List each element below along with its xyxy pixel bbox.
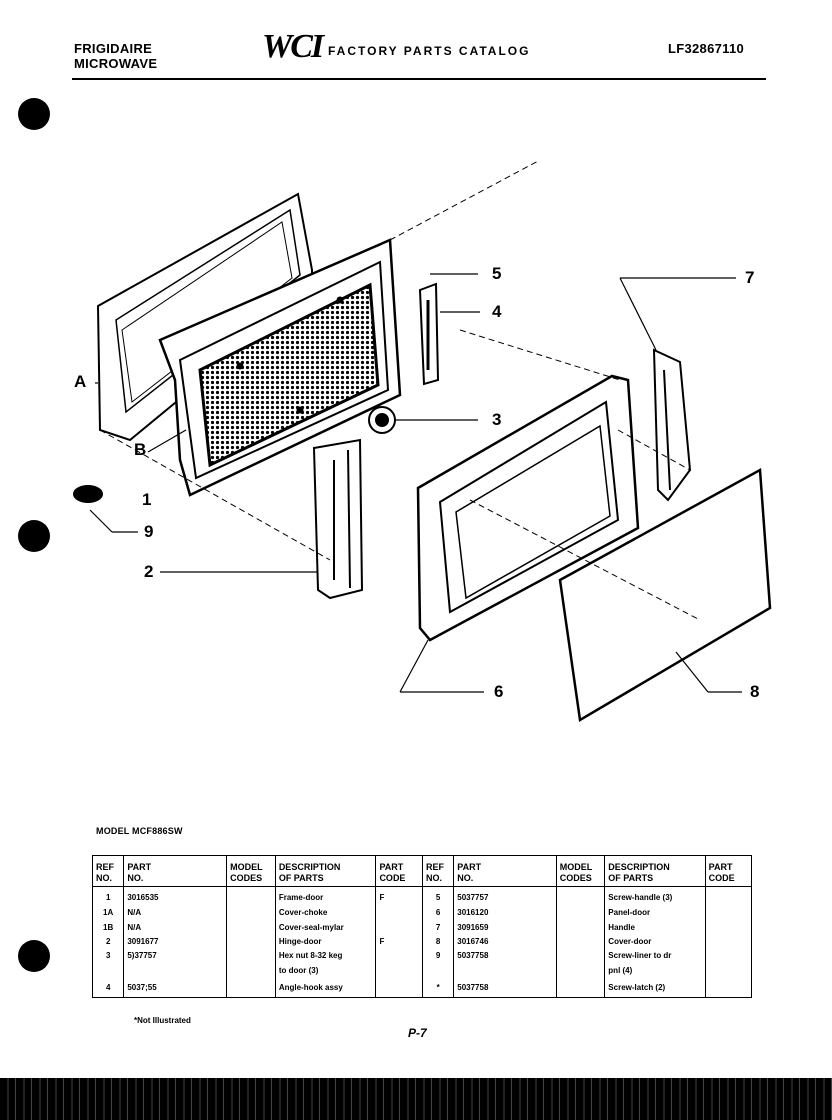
footnote-not-illustrated: *Not Illustrated xyxy=(134,1016,191,1025)
callout-3: 3 xyxy=(492,410,502,429)
page-number: P-7 xyxy=(408,1026,427,1040)
header-rule xyxy=(72,78,766,80)
brand-name: FRIGIDAIRE MICROWAVE xyxy=(74,41,157,71)
catalog-title: FACTORY PARTS CATALOG xyxy=(328,44,531,58)
table-row: pnl (4) xyxy=(423,964,751,980)
callout-4: 4 xyxy=(492,302,502,321)
screw-part xyxy=(73,485,103,503)
table-row: to door (3) xyxy=(93,964,423,980)
brand-line-1: FRIGIDAIRE xyxy=(74,41,153,56)
callout-2: 2 xyxy=(144,562,154,581)
scan-edge-band xyxy=(0,1078,832,1120)
catalog-number: LF32867110 xyxy=(668,41,745,56)
frame-door-part xyxy=(158,238,402,497)
hex-nut-part xyxy=(368,406,396,434)
model-number: MODEL MCF886SW xyxy=(96,826,183,836)
callout-9: 9 xyxy=(144,522,154,541)
panel-door-part xyxy=(416,374,640,642)
callout-A: A xyxy=(74,372,87,391)
callout-7: 7 xyxy=(745,268,755,287)
binder-hole-bottom xyxy=(18,940,50,972)
cover-door-part xyxy=(558,467,772,723)
callout-6: 6 xyxy=(494,682,504,701)
angle-hook-part xyxy=(418,282,440,386)
callout-1: 1 xyxy=(142,490,152,509)
brand-line-2: MICROWAVE xyxy=(74,56,158,71)
binder-hole-top xyxy=(18,98,50,130)
wci-logo: WCI xyxy=(262,28,324,65)
callout-8: 8 xyxy=(750,682,760,701)
handle-part xyxy=(652,348,692,502)
binder-hole-middle xyxy=(18,520,50,552)
callout-5: 5 xyxy=(492,264,502,283)
hinge-door-part xyxy=(312,438,364,600)
callout-B: B xyxy=(134,440,147,459)
exploded-parts-diagram xyxy=(73,159,772,723)
